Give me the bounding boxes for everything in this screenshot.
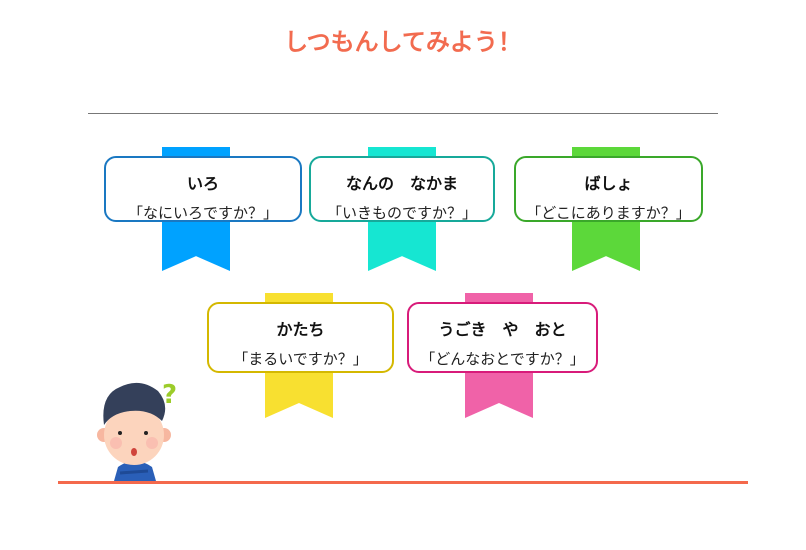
question-card-shape: かたち 「まるいですか？」 (207, 302, 394, 373)
card-heading: かたち (276, 320, 325, 339)
card-question: 「どこにありますか？」 (526, 204, 691, 222)
question-card-color: いろ 「なにいろですか？」 (104, 156, 302, 222)
card-question: 「まるいですか？」 (233, 350, 368, 368)
card-question: 「どんなおとですか？」 (420, 350, 585, 368)
question-mark-icon: ? (162, 380, 177, 410)
floor-line (58, 481, 748, 484)
page-title: しつもんしてみよう！ (284, 28, 522, 56)
card-question: 「なにいろですか？」 (127, 204, 278, 222)
card-question: 「いきものですか？」 (326, 204, 477, 222)
question-card-place: ばしょ 「どこにありますか？」 (514, 156, 703, 222)
card-heading: なんの なかま (345, 174, 458, 193)
svg-text:?: ? (162, 380, 177, 410)
divider (88, 113, 718, 114)
question-card-movement: うごき や おと 「どんなおとですか？」 (407, 302, 598, 373)
card-heading: いろ (186, 174, 219, 193)
card-heading: うごき や おと (438, 320, 567, 339)
thinking-boy-illustration: ? (97, 380, 177, 481)
question-card-category: なんの なかま 「いきものですか？」 (309, 156, 495, 222)
card-heading: ばしょ (584, 174, 633, 193)
